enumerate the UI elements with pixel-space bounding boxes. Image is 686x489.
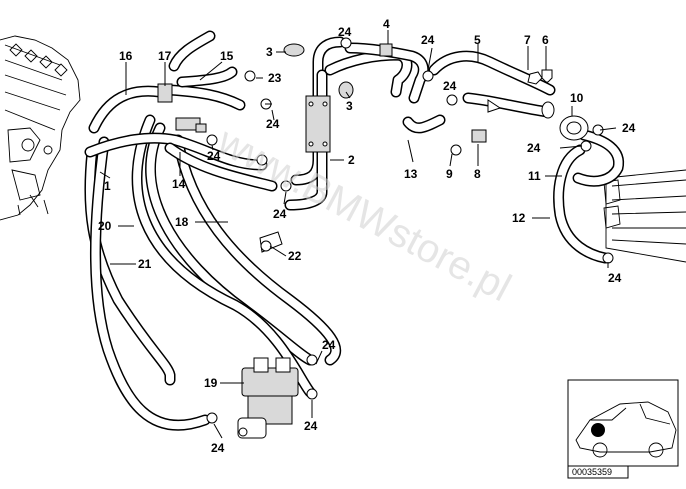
connector-4: [379, 43, 393, 57]
callout-3a: 3: [266, 45, 273, 59]
screw-9: [450, 144, 462, 156]
hose-15: [168, 30, 238, 88]
callout-10: 10: [570, 91, 584, 105]
hose-11: [572, 129, 625, 187]
callout-11: 11: [528, 169, 541, 183]
location-marker: [591, 423, 605, 437]
callout-15: 15: [220, 49, 234, 63]
callout-21: 21: [138, 257, 152, 271]
callout-24-2: 24: [207, 149, 221, 163]
callout-24-10: 24: [211, 441, 225, 455]
hose-17: [164, 84, 246, 111]
callout-9: 9: [446, 167, 453, 181]
bracket-hole: [308, 101, 314, 107]
callout-24-4: 24: [421, 33, 435, 47]
callout-14: 14: [172, 177, 186, 191]
callout-24-3: 24: [338, 25, 352, 39]
thermostat-housing-port: [566, 121, 582, 135]
hose-20: [84, 146, 176, 386]
callout-24-12: 24: [322, 338, 336, 352]
grommet-3b: [338, 81, 354, 99]
callout-24-11: 24: [304, 419, 318, 433]
clamp-22-ring: [260, 240, 272, 252]
bleed-screw-6: [541, 69, 553, 83]
hose-18: [145, 122, 316, 366]
callout-7: 7: [524, 33, 531, 47]
callout-23: 23: [268, 71, 282, 85]
hose-13: [402, 114, 446, 134]
callout-13: 13: [404, 167, 418, 181]
location-inset: 00035359: [567, 379, 679, 479]
callout-24-5: 24: [443, 79, 457, 93]
callout-24-6: 24: [622, 121, 636, 135]
callout-4: 4: [383, 17, 390, 31]
engine-block: [0, 35, 81, 221]
water-valve-19: [237, 357, 299, 439]
outlet-pipe: [541, 101, 555, 119]
callout-19: 19: [204, 376, 218, 390]
callout-18: 18: [175, 215, 189, 229]
callouts: 16 17 15 3 23 24 24 24 4 24 5 7 6 24 3 2…: [98, 17, 636, 455]
hose-1: [84, 132, 268, 171]
leader-lines: [99, 30, 617, 439]
hose-16: [88, 85, 166, 134]
callout-24-1: 24: [266, 117, 280, 131]
hose-21: [89, 136, 211, 431]
callout-1: 1: [104, 179, 111, 193]
hose-5b: [462, 92, 554, 118]
valve-fitting-b: [195, 123, 207, 133]
callout-12: 12: [512, 211, 526, 225]
bracket-hole: [308, 141, 314, 147]
hose-12: [553, 144, 611, 264]
callout-5: 5: [474, 33, 481, 47]
callout-20: 20: [98, 219, 112, 233]
callout-3b: 3: [346, 99, 353, 113]
heater-core: [603, 169, 686, 263]
hose-2c: [284, 69, 328, 211]
part-number-label: 00035359: [572, 467, 612, 477]
retainer-clip: [487, 99, 502, 113]
callout-16: 16: [119, 49, 133, 63]
t-piece-17: [157, 83, 173, 103]
callout-22: 22: [288, 249, 302, 263]
callout-2: 2: [348, 153, 355, 167]
bracket-hole: [322, 141, 328, 147]
watermark-text: www.BMWstore.pl: [210, 119, 518, 311]
grommet-8: [471, 129, 487, 143]
callout-24-9: 24: [608, 271, 622, 285]
hose-4: [344, 42, 429, 104]
grommet-3: [283, 43, 305, 57]
callout-8: 8: [474, 167, 481, 181]
bracket-hole: [322, 101, 328, 107]
callout-24-7: 24: [527, 141, 541, 155]
callout-17: 17: [158, 49, 172, 63]
callout-6: 6: [542, 33, 549, 47]
plug-7: [527, 71, 543, 85]
hose-18b: [131, 114, 316, 398]
callout-24-8: 24: [273, 207, 287, 221]
hose-18c: [172, 134, 342, 366]
